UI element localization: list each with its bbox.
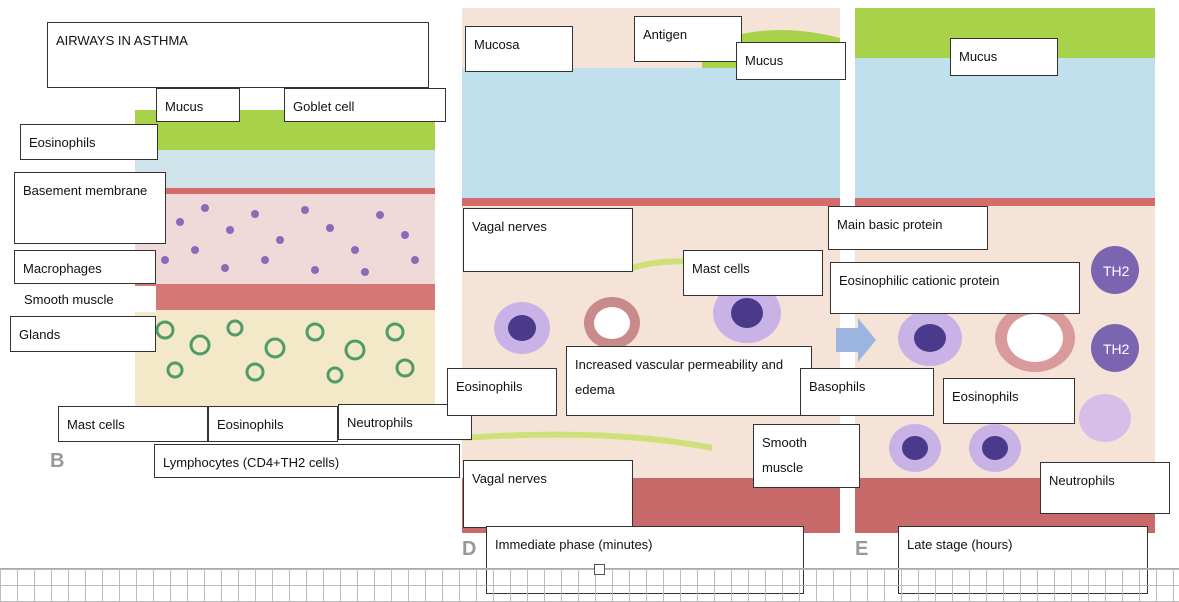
label-lymphocytes: Lymphocytes (CD4+TH2 cells) [154,444,460,478]
label-glands: Glands [10,316,156,352]
label-eosinophils-b-bottom: Eosinophils [208,406,338,442]
airway-wall-illustration [135,110,435,410]
label-mucus-d: Mucus [736,42,846,80]
panel-letter-b: B [50,450,64,473]
th2-cell-label-top: TH2 [1103,263,1130,279]
label-vascular-permeability: Increased vascular permeability and edem… [566,346,812,416]
label-macrophages: Macrophages [14,250,156,284]
label-eosinophils-e: Eosinophils [943,378,1075,424]
label-mucosa: Mucosa [465,26,573,72]
phase-transition-arrow-icon [836,318,876,362]
label-mast-cells-b: Mast cells [58,406,208,442]
label-eosinophils-b-top: Eosinophils [20,124,158,160]
panel-letter-e: E [855,538,868,561]
label-main-basic-protein: Main basic protein [828,206,988,250]
resize-handle[interactable] [594,564,605,575]
diagram-title: AIRWAYS IN ASTHMA [47,22,429,88]
label-antigen: Antigen [634,16,742,62]
label-eosinophilic-cationic-protein: Eosinophilic cationic protein [830,262,1080,314]
label-eosinophils-d: Eosinophils [447,368,557,416]
label-basement-membrane: Basement membrane [14,172,166,244]
label-goblet-cell: Goblet cell [284,88,446,122]
label-mucus-b: Mucus [156,88,240,122]
label-basophils: Basophils [800,368,934,416]
label-mast-cells-d: Mast cells [683,250,823,296]
label-smooth-muscle-b: Smooth muscle [20,286,156,312]
label-mucus-e: Mucus [950,38,1058,76]
label-vagal-nerves-bottom: Vagal nerves [463,460,633,528]
panel-letter-d: D [462,538,476,561]
label-vagal-nerves-top: Vagal nerves [463,208,633,272]
label-neutrophils-e: Neutrophils [1040,462,1170,514]
label-smooth-muscle-d: Smooth muscle [753,424,860,488]
page-ruler [0,568,1179,602]
th2-cell-label-bottom: TH2 [1103,341,1130,357]
